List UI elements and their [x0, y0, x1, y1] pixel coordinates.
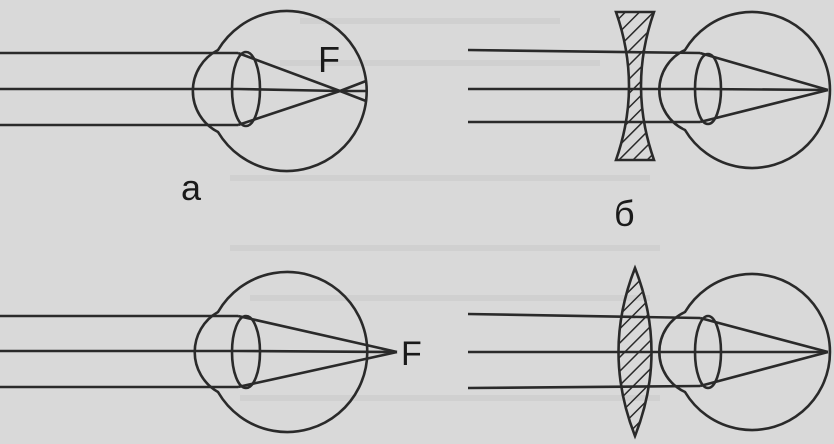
ray-c-1-conv: [237, 314, 398, 354]
eyeball-b: [658, 10, 832, 170]
eyeball-d: [658, 272, 832, 432]
eye-lens-d: [693, 314, 723, 390]
eye-lens-b: [693, 52, 723, 126]
convex-lens: [617, 264, 653, 440]
ray-b-2-conv: [699, 87, 829, 92]
ray-c-2-conv: [237, 349, 398, 354]
ray-d-1: [467, 312, 701, 320]
focus-label-bottom: F: [401, 335, 422, 373]
panel-d-eye-diagram: [467, 264, 832, 440]
eyeball-a: [191, 9, 368, 173]
ray-b-1-conv: [699, 51, 829, 92]
ray-d-1-conv: [699, 316, 829, 354]
panel-a-eye-diagram: F: [0, 9, 368, 173]
ray-b-1: [467, 48, 701, 55]
ray-c-3-conv: [237, 350, 398, 389]
eye-lens-a: [230, 50, 262, 128]
bleed-through-texture: [230, 18, 660, 401]
focus-label-top: F: [318, 39, 340, 80]
panel-b-eye-diagram: [467, 10, 832, 170]
eye-lens-c: [230, 314, 262, 390]
ray-a-3-div: [339, 79, 367, 93]
panel-label-a: а: [181, 167, 202, 208]
panel-label-b: б: [614, 193, 635, 234]
ray-a-2-conv: [237, 87, 341, 93]
panel-c-eye-diagram: F: [0, 270, 422, 434]
concave-lens: [614, 10, 656, 162]
eyeball-c: [193, 270, 369, 434]
ray-d-3: [467, 384, 701, 390]
ray-b-3-conv: [699, 88, 829, 124]
ray-a-1-div: [339, 89, 367, 103]
ray-d-3-conv: [699, 350, 829, 388]
